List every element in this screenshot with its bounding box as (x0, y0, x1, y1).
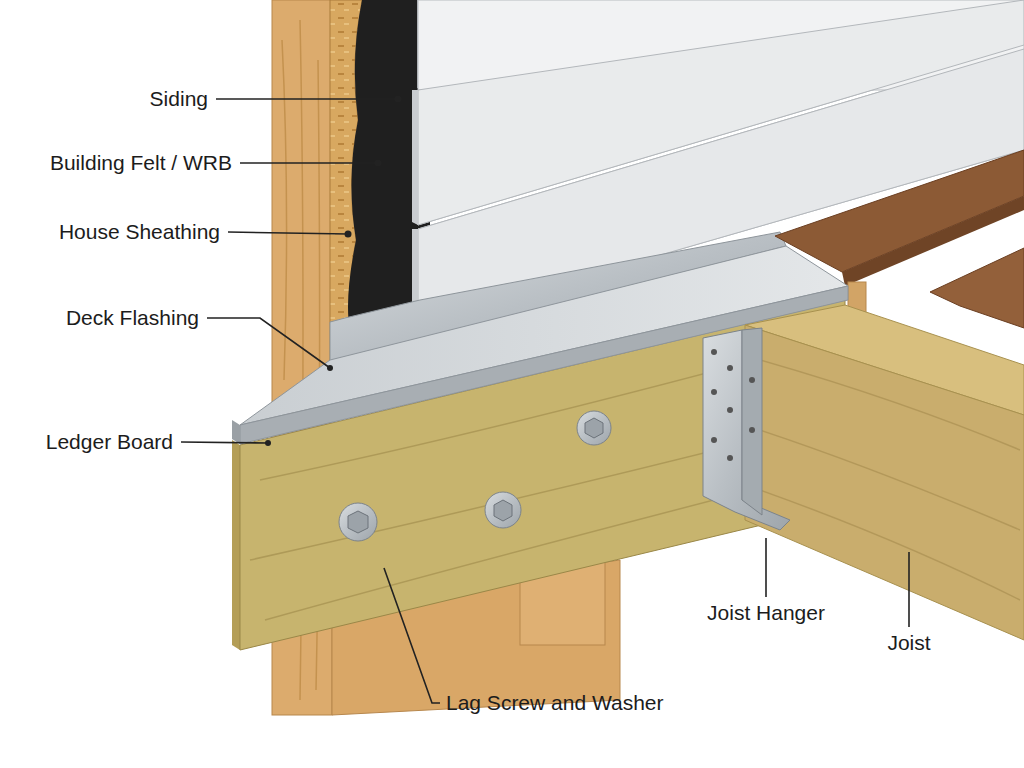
leader-line (228, 232, 348, 234)
part-label: Lag Screw and Washer (444, 690, 666, 715)
joist (745, 325, 1024, 640)
lag-screw (485, 492, 521, 528)
part-label: Joist Hanger (705, 600, 827, 625)
part-label: Deck Flashing (64, 305, 201, 330)
leader-line (216, 98, 398, 100)
part-label: Ledger Board (44, 429, 175, 454)
leader-dots (265, 96, 402, 447)
siding-edge (412, 90, 418, 225)
leader-line (765, 538, 767, 597)
flashing-lip (232, 420, 240, 444)
leader-line (908, 552, 910, 627)
leader-line (207, 318, 330, 368)
part-label: Joist (885, 630, 932, 655)
leader-lines (181, 99, 909, 703)
part-label: Siding (148, 86, 210, 111)
leader-line (384, 568, 440, 703)
wood-grain (760, 360, 1020, 600)
lag-screw (339, 503, 377, 541)
leader-line (240, 162, 378, 164)
joist-hanger (703, 328, 790, 530)
leader-line (181, 442, 268, 443)
ledger-end (232, 440, 240, 650)
part-label: House Sheathing (57, 219, 222, 244)
lag-screw (577, 411, 611, 445)
deck-board (930, 248, 1024, 328)
part-label: Building Felt / WRB (48, 150, 234, 175)
